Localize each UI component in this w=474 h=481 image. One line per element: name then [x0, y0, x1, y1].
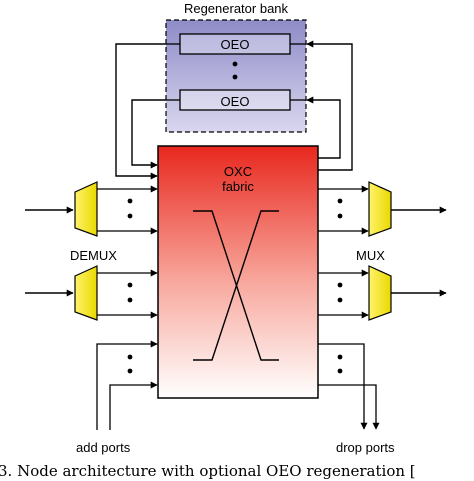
oeo-label-2: OEO	[221, 94, 250, 109]
oxc-fabric-label-line2: fabric	[222, 179, 254, 194]
regenerator-oeo-2: OEO	[166, 89, 306, 111]
oxc-fabric-label-line1: OXC	[224, 164, 252, 179]
mux-2	[318, 265, 447, 321]
regeneration-loop-lines	[115, 40, 353, 180]
mux-1	[318, 181, 447, 237]
figure-caption: 3. Node architecture with optional OEO r…	[0, 462, 416, 480]
demux-label: DEMUX	[70, 248, 117, 263]
demux-1	[25, 181, 158, 237]
oxc-fabric	[157, 145, 319, 399]
regenerator-oeo-1: OEO	[166, 33, 306, 55]
cross-connect-symbol	[193, 210, 279, 361]
oeo-label-1: OEO	[221, 37, 250, 52]
add-ports	[96, 340, 158, 430]
add-ports-label: add ports	[76, 440, 131, 455]
demux-2	[25, 265, 158, 321]
drop-ports	[318, 343, 380, 430]
drop-ports-label: drop ports	[336, 440, 395, 455]
mux-label: MUX	[356, 248, 385, 263]
regenerator-dots	[232, 61, 238, 80]
regenerator-bank-label: Regenerator bank	[184, 1, 289, 16]
